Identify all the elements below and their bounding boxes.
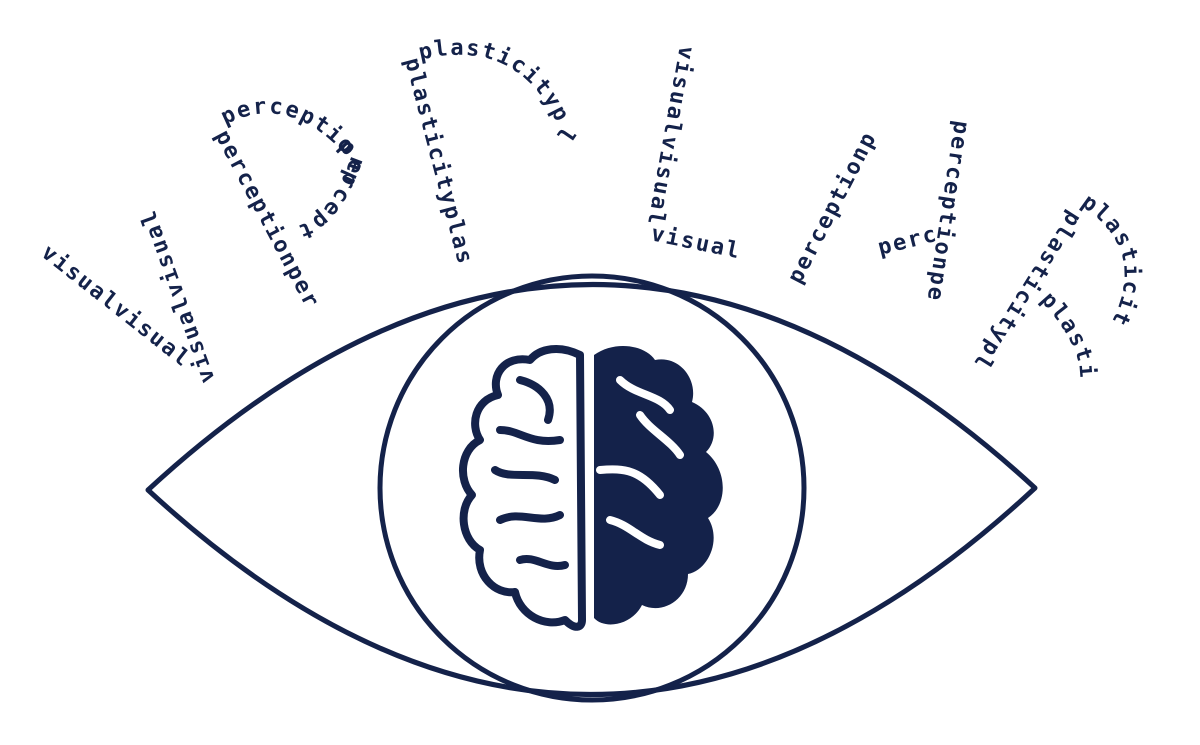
letter-p-second: plasticityplastplasticitypl [0, 0, 577, 268]
vpplab-wordmark: visualvisualvisualvisualperceptionpercpe… [0, 0, 1142, 387]
letter-b: plasticityplplasticityplasti [0, 0, 1142, 380]
letter-l-word: visual [649, 221, 744, 264]
brain-right-hemisphere [594, 345, 723, 625]
letter-a-word: perceptionpe [922, 119, 974, 304]
letter-l-word: visualvisual [642, 44, 699, 229]
brain-left-hemisphere [458, 345, 586, 631]
iris-circle [377, 273, 807, 703]
eye-outline [145, 282, 1038, 697]
brain-icon [458, 345, 723, 631]
letter-b-word: plasti [1036, 287, 1100, 380]
eye-icon [145, 273, 1038, 703]
letter-p-second-word: plasticityplast [0, 0, 477, 268]
letter-a-word: perceptionp [783, 127, 882, 288]
